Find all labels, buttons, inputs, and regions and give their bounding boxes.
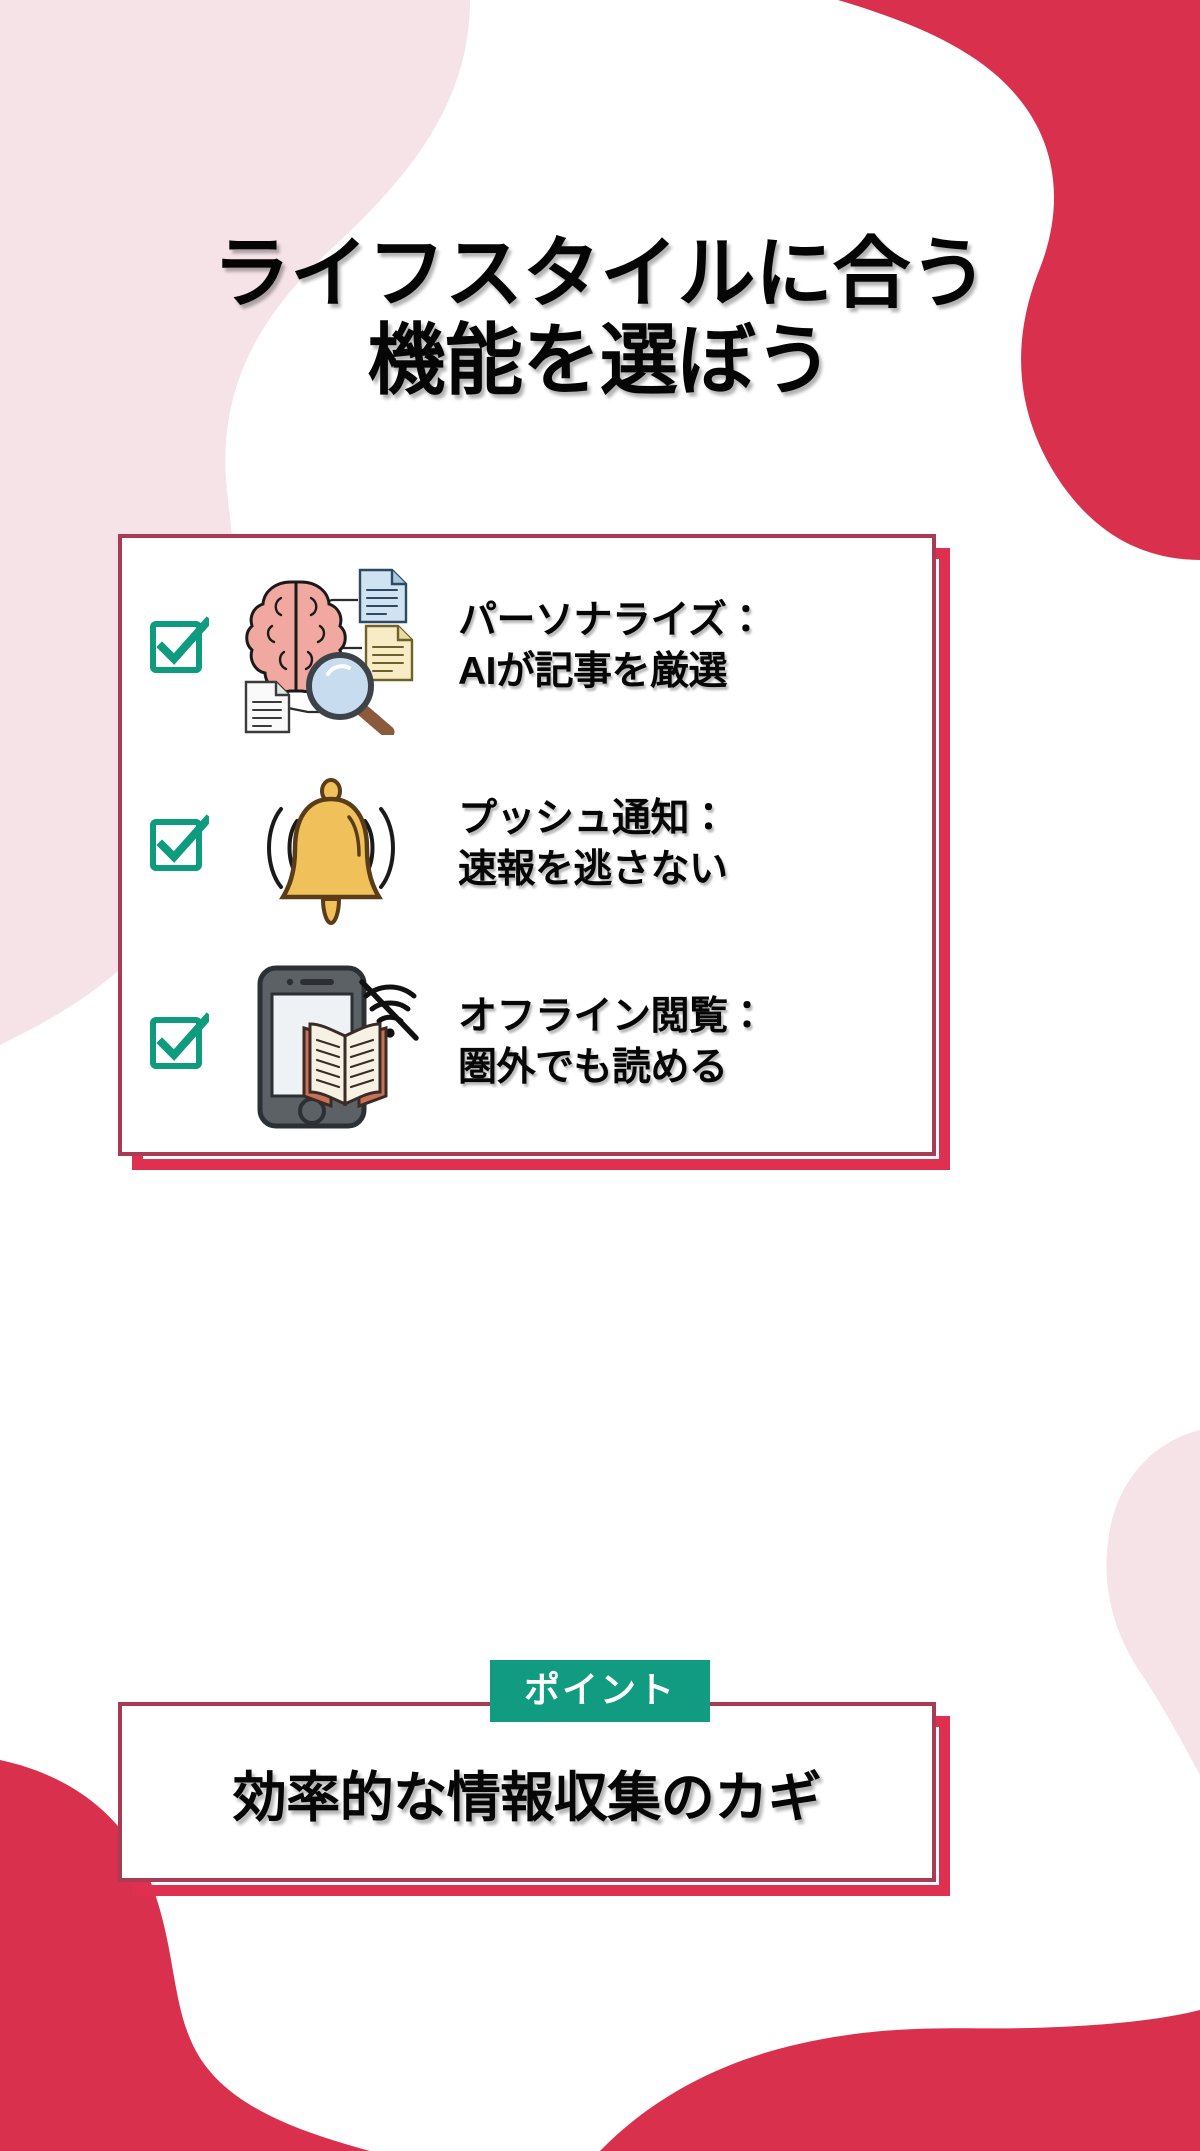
feature-1-text-cell: パーソナライズ： AIが記事を厳選 [436,596,936,697]
document-blue [358,568,408,623]
document-white [244,680,291,733]
summary-card: 効率的な情報収集のカギ [118,1702,950,1896]
feature-1-line-1: パーソナライズ： [458,599,765,643]
bell-clapper [320,896,342,925]
page-title-line-1: ライフスタイルに合う [212,229,988,317]
feature-list: パーソナライズ： AIが記事を厳選 [118,534,936,1156]
feature-1-icon-cell [226,560,436,735]
feature-3-icon-cell [226,954,436,1132]
features-card: パーソナライズ： AIが記事を厳選 [118,534,950,1170]
feature-2-line-2: 速報を逃さない [458,848,728,891]
red-blob-bottom-right [600,2010,1200,2151]
feature-2-text-cell: プッシュ通知： 速報を逃さない [436,794,936,895]
summary-text: 効率的な情報収集のカギ [232,1767,822,1828]
summary-card-face: 効率的な情報収集のカギ [118,1702,936,1882]
point-badge: ポイント [489,1660,711,1722]
feature-row: パーソナライズ： AIが記事を厳選 [118,554,936,740]
feature-1-check-cell [130,616,226,678]
checked-checkbox-icon [150,1012,209,1069]
feature-1-line-2: AIが記事を厳選 [458,650,728,693]
ringing-bell-icon [267,777,395,925]
feature-2-check-cell [130,814,226,876]
pink-blob-right-lower [1106,1430,1200,1775]
checked-checkbox-icon [150,616,209,673]
feature-2-line-1: プッシュ通知： [458,797,728,841]
feature-3-line-1: オフライン閲覧： [458,995,767,1039]
phone-camera [286,978,293,986]
brain-ai-documents-magnifier-icon [244,568,414,735]
page-title: ライフスタイルに合う 機能を選ぼう [0,229,1200,405]
feature-3-line-2: 圏外でも読める [458,1046,728,1089]
open-book-icon [302,1022,387,1109]
feature-3-check-cell [130,1012,226,1074]
page-title-line-2: 機能を選ぼう [367,316,833,405]
document-yellow [364,624,414,681]
checked-checkbox-icon [150,814,209,871]
feature-row: プッシュ通知： 速報を逃さない [118,752,936,938]
feature-2-icon-cell [226,763,436,928]
feature-row: オフライン閲覧： 圏外でも読める [118,950,936,1136]
phone-speaker [299,979,334,985]
bell-body [279,796,383,899]
feature-3-text-cell: オフライン閲覧： 圏外でも読める [436,992,936,1093]
phone-book-offline-wifi-icon [257,965,419,1129]
